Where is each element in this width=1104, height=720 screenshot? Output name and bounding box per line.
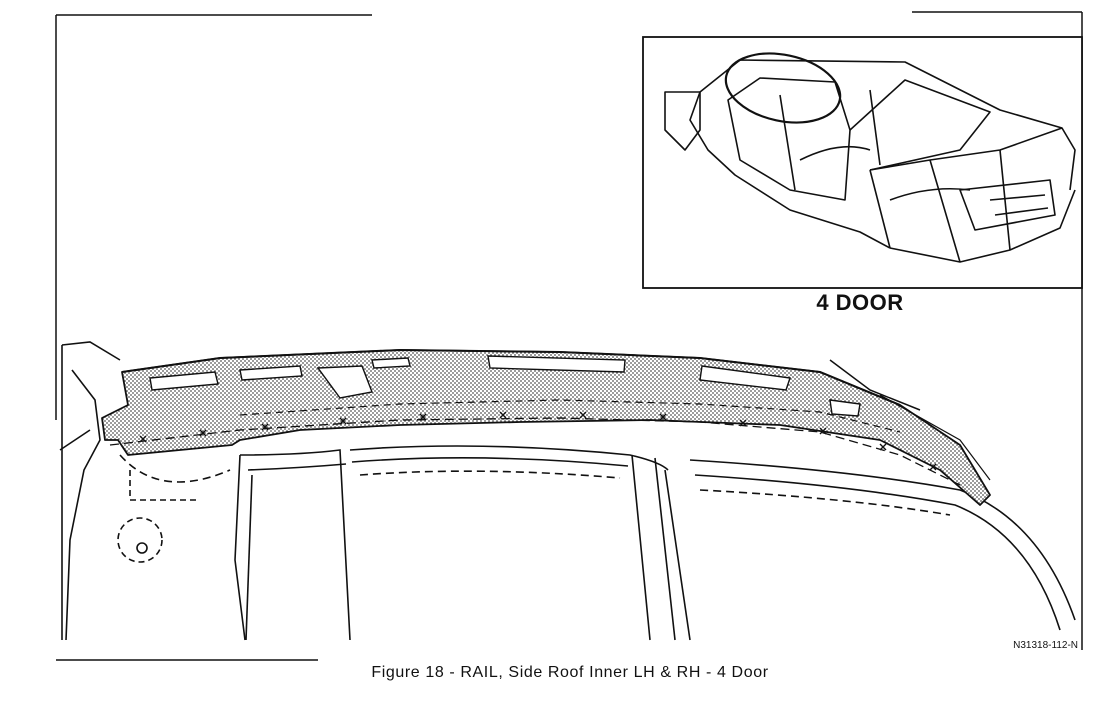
inset-label: 4 DOOR <box>816 290 904 315</box>
door-frame-structure <box>59 341 1076 641</box>
weld-marks <box>139 411 937 471</box>
drawing-code: N31318-112-N <box>1013 640 1078 651</box>
figure-caption: Figure 18 - RAIL, Side Roof Inner LH & R… <box>371 664 769 681</box>
highlight-ellipse <box>724 52 842 124</box>
inset-box <box>642 36 1083 289</box>
roof-rail-part <box>101 348 991 506</box>
